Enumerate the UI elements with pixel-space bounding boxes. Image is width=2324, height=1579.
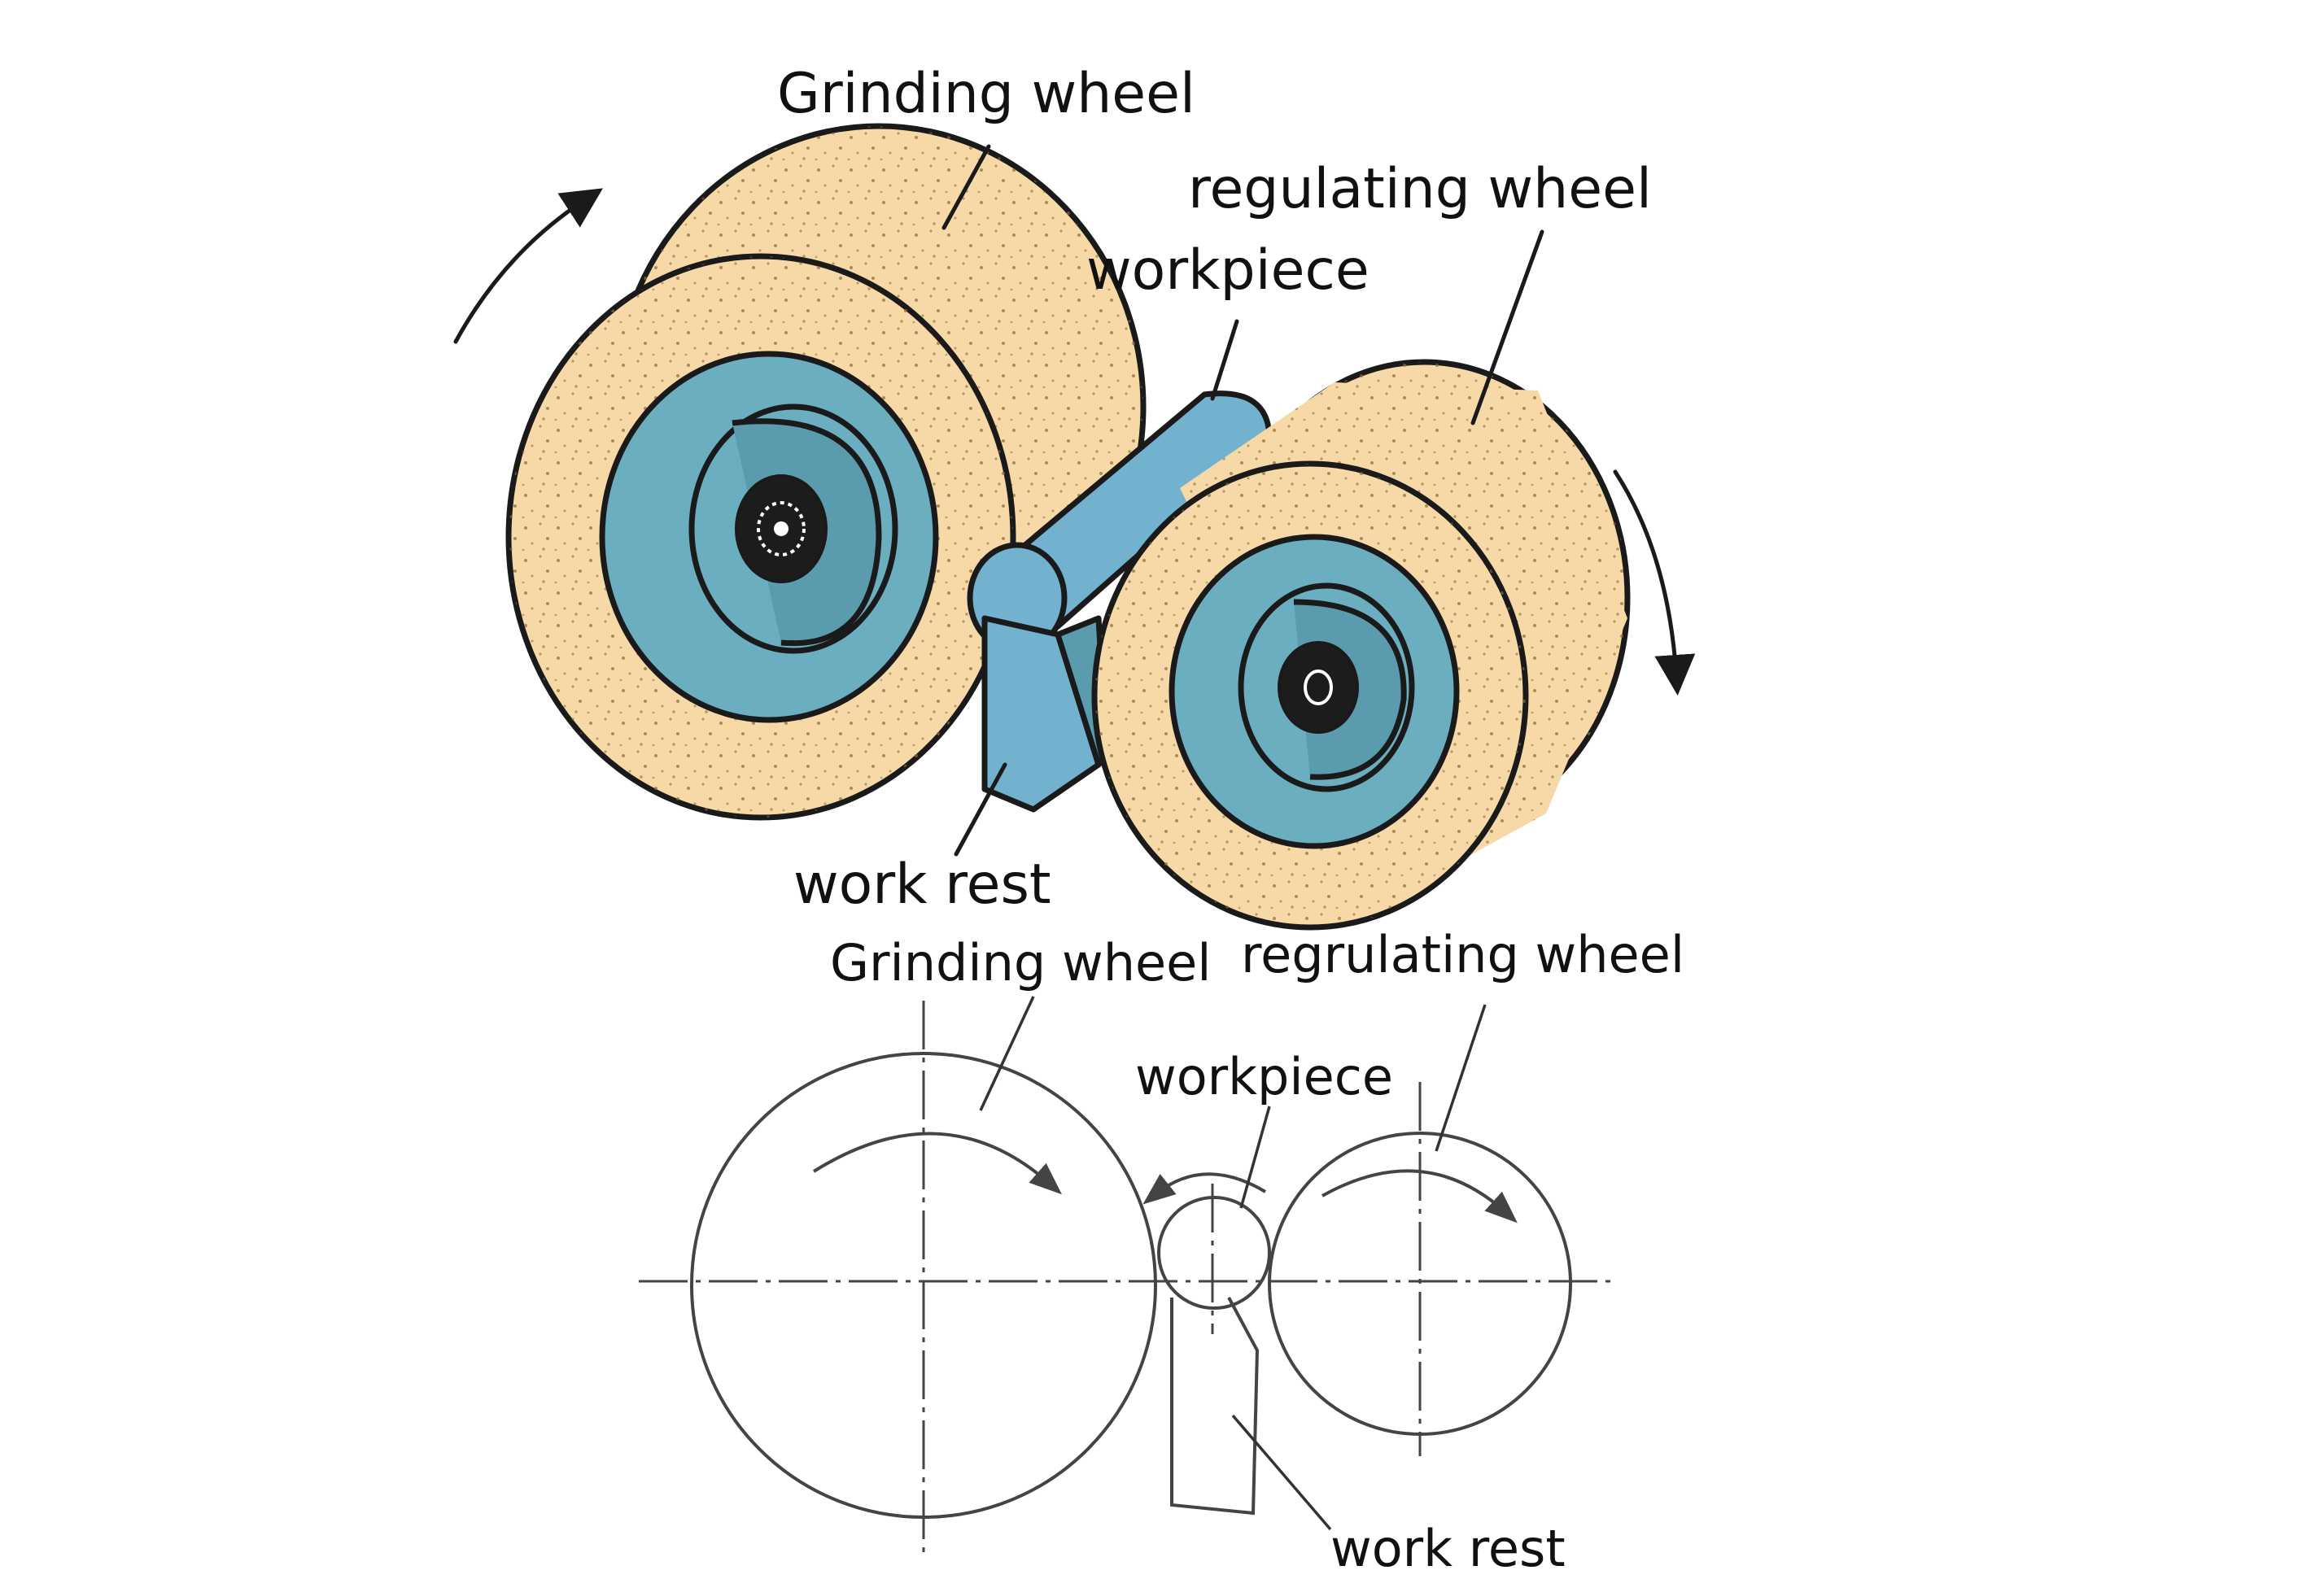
workpiece-rotation-arrow-2d xyxy=(1142,1172,1267,1205)
grinding-wheel-rotation-arrow-2d xyxy=(812,1132,1062,1195)
leader-workpiece-top xyxy=(1210,319,1239,401)
leader-workpiece-bottom xyxy=(1239,1106,1271,1209)
label-grinding-wheel-top: Grinding wheel xyxy=(777,62,1195,126)
leader-work-rest-bottom xyxy=(1231,1414,1332,1531)
regulating-wheel-circle xyxy=(1268,1132,1572,1436)
leader-regulating-wheel-top xyxy=(1470,229,1544,425)
label-workpiece-top: workpiece xyxy=(1086,238,1370,303)
label-work-rest-top: work rest xyxy=(793,853,1051,917)
grinding-wheel-circle xyxy=(690,1052,1157,1519)
leader-work-rest-top xyxy=(954,762,1007,857)
workpiece-circle xyxy=(1157,1196,1271,1310)
leader-grinding-wheel-bottom xyxy=(979,996,1035,1111)
leader-grinding-wheel-top xyxy=(941,144,991,230)
regulating-wheel-3d xyxy=(1091,359,1631,931)
leader-regulating-wheel-bottom xyxy=(1435,1004,1487,1152)
grinding-wheel-rotation-arrow xyxy=(453,188,603,344)
regulating-wheel-rotation-arrow xyxy=(1613,469,1696,696)
regulating-wheel-rotation-arrow-2d xyxy=(1321,1169,1518,1224)
work-rest-outline xyxy=(1170,1297,1260,1516)
label-regulating-wheel-bottom: regrulating wheel xyxy=(1241,925,1684,984)
label-grinding-wheel-bottom: Grinding wheel xyxy=(830,933,1212,992)
isometric-illustration: Grinding wheel regulating wheel workpiec… xyxy=(453,62,1696,931)
label-workpiece-bottom: workpiece xyxy=(1135,1047,1393,1106)
label-work-rest-bottom: work rest xyxy=(1330,1519,1566,1578)
work-rest-3d xyxy=(981,615,1110,813)
schematic-drawing: Grinding wheel regrulating wheel workpie… xyxy=(639,925,1684,1578)
label-regulating-wheel-top: regulating wheel xyxy=(1188,157,1652,221)
